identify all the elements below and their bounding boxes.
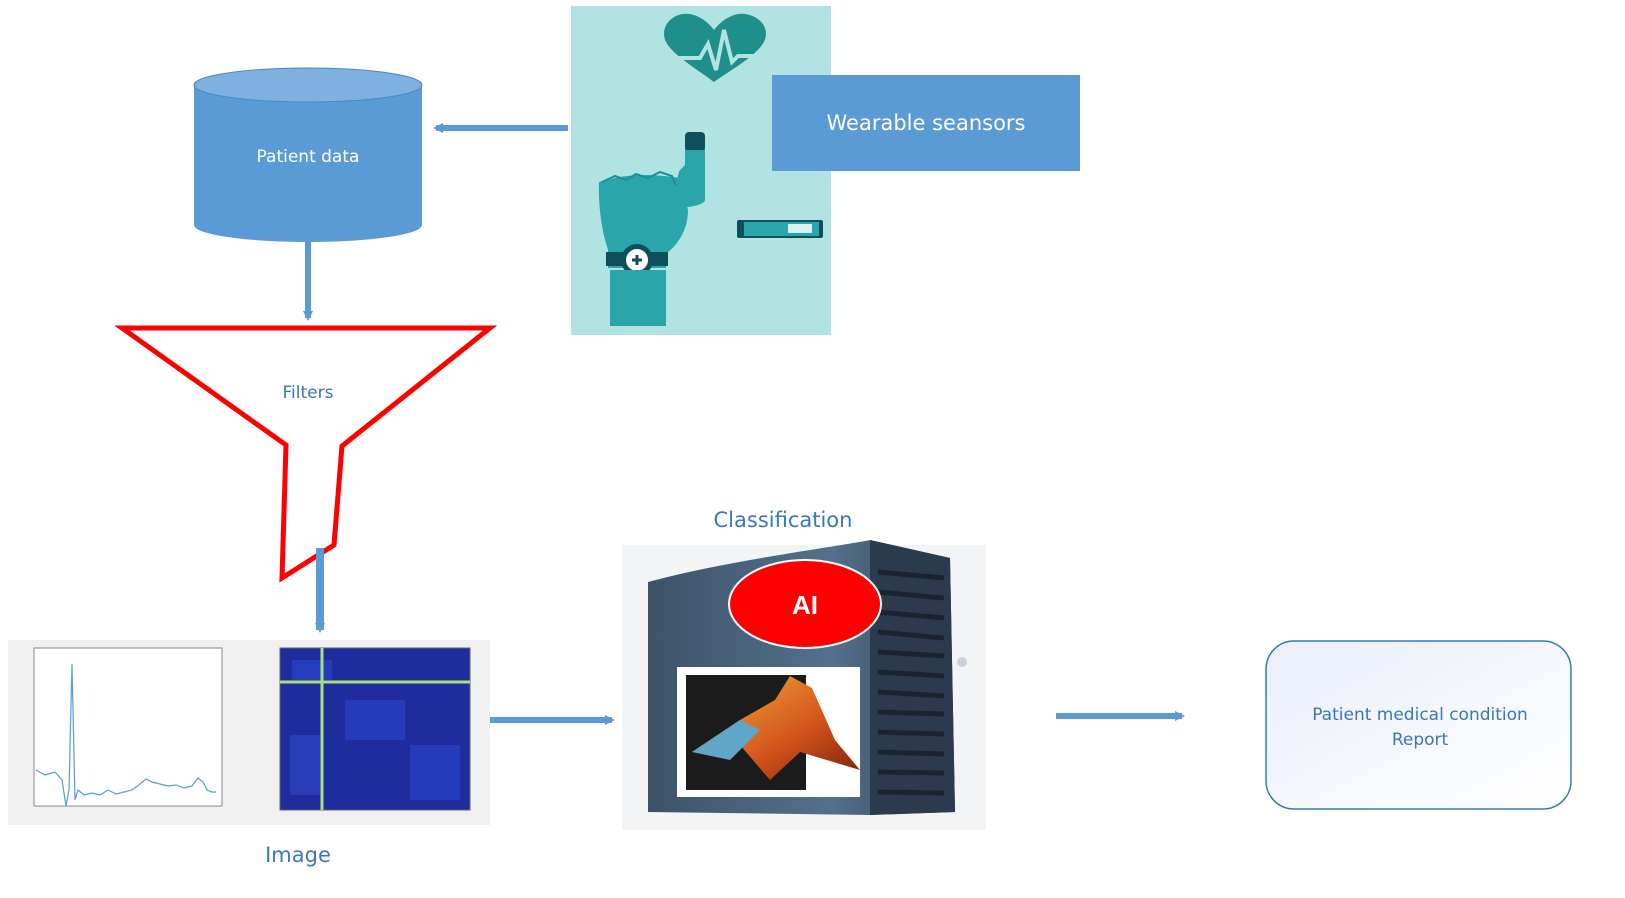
heatmap-plot: [279, 647, 471, 811]
filters-funnel: Filters: [114, 325, 498, 583]
classification-server: AI: [622, 540, 986, 830]
signal-image-panel: Image: [8, 640, 490, 867]
ecg-signal-plot: [33, 647, 223, 807]
heart-rate-icon: [662, 13, 768, 82]
wearable-sensors-label: Wearable seansors: [827, 111, 1026, 135]
server-vents: [877, 569, 945, 796]
image-label: Image: [265, 843, 331, 867]
patient-data-label: Patient data: [257, 147, 360, 167]
matlab-logo-image: [677, 667, 860, 797]
filters-label: Filters: [283, 383, 334, 403]
sensor-device-icon: [737, 220, 823, 238]
wearable-sensors-box: Wearable seansors: [772, 75, 1080, 171]
classification-label: Classification: [714, 508, 853, 532]
ai-badge: AI: [728, 559, 882, 649]
report-label-line1: Patient medical condition: [1312, 705, 1528, 725]
report-box: Patient medical condition Report: [1265, 640, 1572, 810]
hand-smartwatch-icon: [598, 132, 705, 326]
report-label-line2: Report: [1392, 730, 1449, 750]
patient-data-cylinder: Patient data: [193, 67, 423, 242]
ai-badge-label: AI: [792, 590, 818, 620]
